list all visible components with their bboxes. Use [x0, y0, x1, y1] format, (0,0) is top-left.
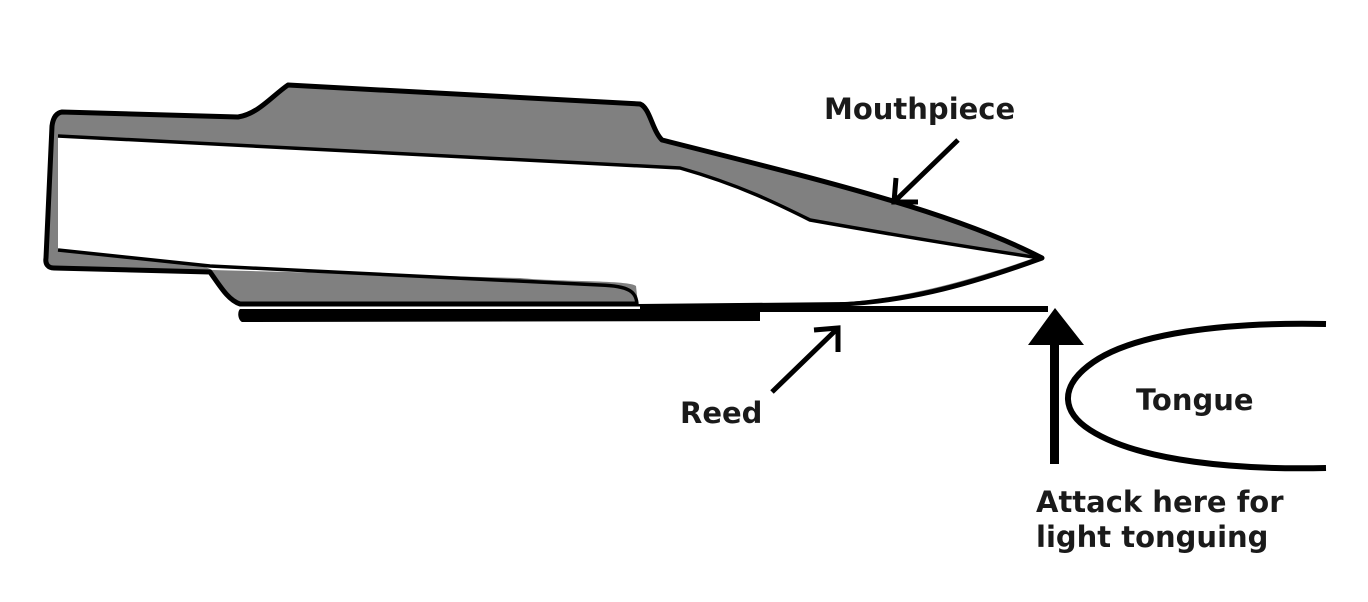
mouthpiece-label: Mouthpiece	[824, 92, 1016, 126]
tongue	[1065, 320, 1327, 472]
attack-label-line-2: light tonguing	[1036, 520, 1269, 555]
mouthpiece	[43, 82, 1045, 307]
attack-arrow	[1028, 308, 1084, 464]
bore-bottom-edge	[57, 248, 639, 305]
bore-top-edge	[57, 134, 1041, 260]
attack-point-label: Attack here for light tonguing	[1036, 485, 1284, 556]
reed-label: Reed	[680, 396, 763, 430]
tongue-outline	[1065, 320, 1327, 472]
reed-thick-part	[238, 309, 760, 322]
tongue-label: Tongue	[1136, 383, 1254, 417]
attack-label-line-1: Attack here for	[1036, 485, 1284, 519]
mouthpiece-arrow	[891, 138, 960, 205]
mouthpiece-bore	[58, 136, 1034, 304]
mouthpiece-tip-curve	[839, 256, 1043, 306]
reed-arrow	[770, 325, 841, 394]
reed	[238, 306, 1048, 322]
